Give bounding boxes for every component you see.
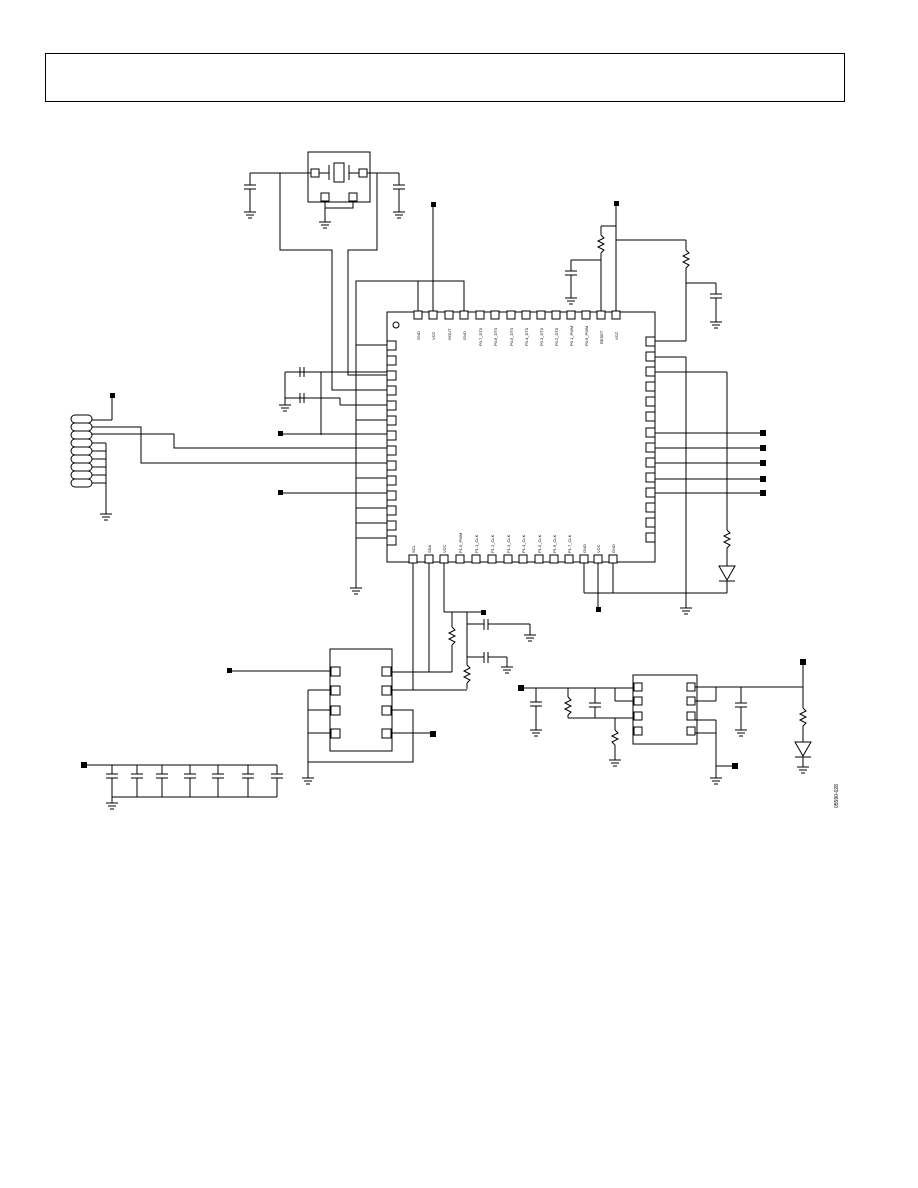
crystal-oscillator (244, 151, 405, 391)
bottom-nets (412, 563, 614, 690)
mcu-bottom-pin-label: GND (582, 544, 587, 553)
mcu-top-pin-label: GOUT (447, 328, 452, 340)
main-microcontroller: GND VCC GOUT GND P0.7_DT0 P0.6_DT0 P0.5_… (386, 310, 656, 564)
mcu-top-pin-label: P0.3_DT0 (539, 327, 544, 346)
page-header-frame (45, 53, 845, 102)
mcu-top-pins (413, 310, 621, 320)
mcu-top-pin-label: P0.7_DT0 (478, 327, 483, 346)
mcu-top-pin-label: P0.1_PWM (569, 326, 574, 346)
left-nets (92, 345, 387, 595)
mcu-top-pin-label: P0.5_DT0 (509, 327, 514, 346)
mcu-top-pin-label: GND (416, 331, 421, 340)
mcu-bottom-pins (408, 554, 618, 564)
right-nets (613, 356, 766, 615)
top-nets (355, 201, 722, 346)
mcu-bottom-pin-label: P1.1_CLK (474, 534, 479, 553)
mcu-top-pin-label: P0.6_DT0 (493, 327, 498, 346)
mcu-bottom-pin-label: P1.4_CLK (521, 534, 526, 553)
mcu-bottom-pin-label: SCL (411, 544, 416, 553)
mcu-bottom-pin-label: GND (611, 544, 616, 553)
mcu-bottom-pin-label: P1.5_CLK (537, 534, 542, 553)
decoupling-capacitor-bank (81, 762, 283, 810)
mcu-top-pin-label: P0.2_DT0 (554, 327, 559, 346)
mcu-top-pin-label: VCC (614, 331, 619, 340)
mcu-bottom-pin-label: P1.6_CLK (552, 534, 557, 553)
mcu-top-pin-label: VCC (431, 331, 436, 340)
regulator-ic (518, 659, 812, 785)
mcu-bottom-pin-label: VCC (442, 544, 447, 553)
mcu-left-pins (386, 340, 397, 546)
mcu-top-pin-label: P0.4_DT0 (524, 327, 529, 346)
mcu-right-pins (645, 336, 656, 543)
mcu-bottom-pin-label: P1.3_CLK (506, 534, 511, 553)
mcu-top-pin-labels: GND VCC GOUT GND P0.7_DT0 P0.6_DT0 P0.5_… (416, 326, 619, 346)
eeprom-ic (227, 648, 467, 785)
mcu-bottom-pin-labels: SCL SDA VCC P1.0_PWM P1.1_CLK P1.2_CLK P… (411, 533, 616, 553)
pin-header-connector (70, 414, 112, 521)
figure-id: 05590-028 (834, 784, 840, 808)
mcu-bottom-pin-label: P1.0_PWM (458, 533, 463, 553)
mcu-top-pin-label: RESET (599, 330, 604, 344)
mcu-bottom-pin-label: SDA (427, 544, 432, 553)
mcu-top-pin-label: P0.0_PWM (584, 326, 589, 346)
mcu-top-pin-label: GND (462, 331, 467, 340)
mcu-bottom-pin-label: VCC (596, 544, 601, 553)
mcu-bottom-pin-label: P1.2_CLK (490, 534, 495, 553)
mcu-bottom-pin-label: P1.7_CLK (567, 534, 572, 553)
